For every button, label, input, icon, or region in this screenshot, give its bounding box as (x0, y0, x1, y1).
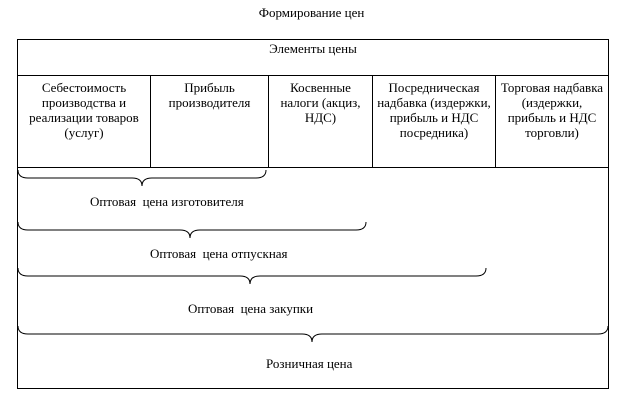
element-trade-markup: Торговая надбавка (издержки, прибыль и Н… (500, 80, 604, 140)
label-wholesale-purchase: Оптовая цена закупки (188, 301, 314, 316)
element-intermediary-markup: Посредническая надбавка (издержки, прибы… (373, 76, 496, 167)
price-elements-row: Себестоимость производства и реализации … (18, 76, 608, 168)
element-producer-profit: Прибыль производителя (151, 76, 269, 167)
diagram-frame (17, 39, 609, 389)
price-elements-header: Элементы цены (18, 40, 608, 76)
label-wholesale-manufacturer: Оптовая цена изготовителя (90, 194, 244, 209)
label-retail-price: Розничная цена (266, 356, 353, 371)
label-wholesale-release: Оптовая цена отпускная (150, 246, 288, 261)
element-cost-of-production: Себестоимость производства и реализации … (18, 76, 151, 167)
diagram-title: Формирование цен (258, 5, 365, 20)
element-indirect-taxes: Косвенные налоги (акциз, НДС) (269, 76, 373, 167)
